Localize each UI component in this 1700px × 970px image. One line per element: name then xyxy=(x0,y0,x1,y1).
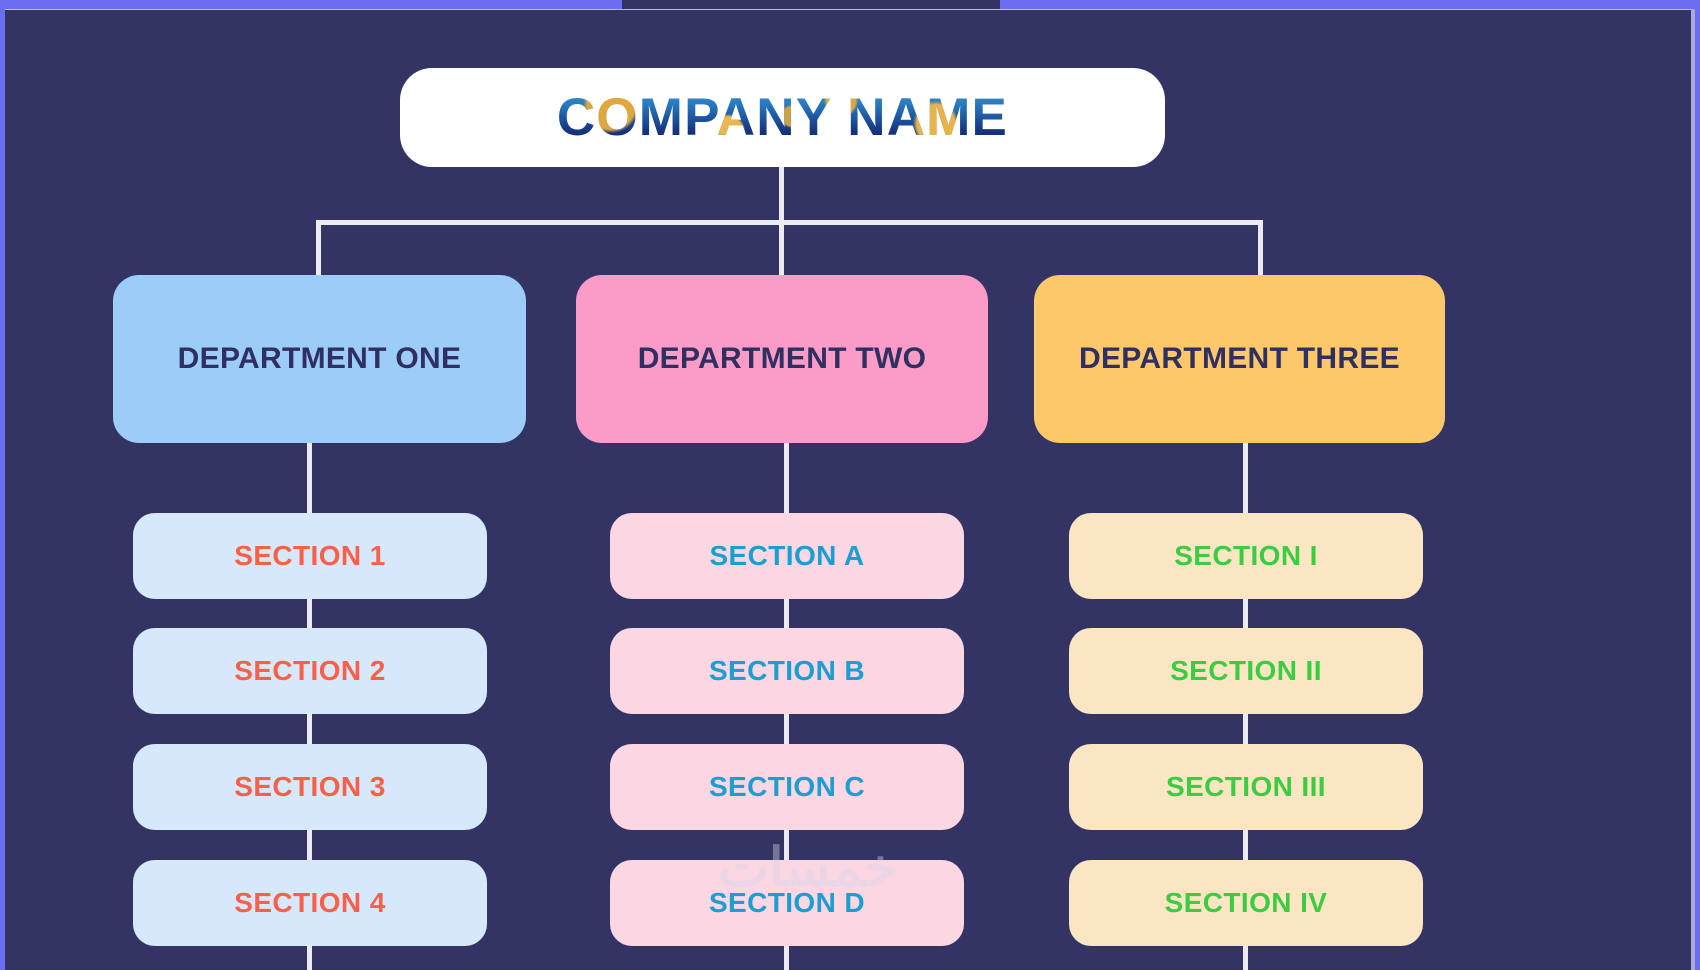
org-node-department-two[interactable]: DEPARTMENT TWO xyxy=(576,275,988,443)
org-node-department-one[interactable]: DEPARTMENT ONE xyxy=(113,275,526,443)
connector-drop-dept-one xyxy=(316,220,321,278)
department-one-label: DEPARTMENT ONE xyxy=(177,342,462,375)
section-b-label: SECTION B xyxy=(708,655,866,686)
section-2-label: SECTION 2 xyxy=(234,655,386,686)
section-3-label: SECTION 3 xyxy=(234,771,386,802)
org-node-section-b[interactable]: SECTION B xyxy=(610,628,964,714)
window-chrome-right xyxy=(1695,0,1700,970)
section-iv-label: SECTION IV xyxy=(1164,887,1328,918)
section-ii-label: SECTION II xyxy=(1170,655,1322,686)
org-node-section-3[interactable]: SECTION 3 xyxy=(133,744,487,830)
org-node-section-c[interactable]: SECTION C xyxy=(610,744,964,830)
window-chrome-right-inner xyxy=(1691,0,1695,970)
connector-drop-dept-three xyxy=(1258,220,1263,278)
section-iii-label: SECTION III xyxy=(1166,771,1326,802)
connector-horizontal-bus xyxy=(316,220,1263,225)
org-node-section-1[interactable]: SECTION 1 xyxy=(133,513,487,599)
section-c-label: SECTION C xyxy=(708,771,866,802)
department-two-label: DEPARTMENT TWO xyxy=(637,342,927,375)
section-i-label: SECTION I xyxy=(1174,540,1318,571)
org-node-section-d[interactable]: SECTION D xyxy=(610,860,964,946)
org-node-company[interactable]: COMPANY NAME xyxy=(400,68,1165,167)
window-chrome-left xyxy=(0,0,5,970)
org-node-section-iii[interactable]: SECTION III xyxy=(1069,744,1423,830)
connector-root-stem xyxy=(779,167,784,223)
org-node-section-a[interactable]: SECTION A xyxy=(610,513,964,599)
section-d-label: SECTION D xyxy=(708,887,866,918)
company-name-label: COMPANY NAME xyxy=(556,87,1009,148)
org-node-section-2[interactable]: SECTION 2 xyxy=(133,628,487,714)
org-node-department-three[interactable]: DEPARTMENT THREE xyxy=(1034,275,1445,443)
connector-drop-dept-two xyxy=(779,220,784,278)
org-node-section-i[interactable]: SECTION I xyxy=(1069,513,1423,599)
window-chrome-top-gap xyxy=(622,0,1000,9)
section-1-label: SECTION 1 xyxy=(234,540,386,571)
org-node-section-4[interactable]: SECTION 4 xyxy=(133,860,487,946)
org-node-section-iv[interactable]: SECTION IV xyxy=(1069,860,1423,946)
department-three-label: DEPARTMENT THREE xyxy=(1079,342,1400,375)
section-4-label: SECTION 4 xyxy=(234,887,386,918)
section-a-label: SECTION A xyxy=(709,540,865,571)
org-node-section-ii[interactable]: SECTION II xyxy=(1069,628,1423,714)
